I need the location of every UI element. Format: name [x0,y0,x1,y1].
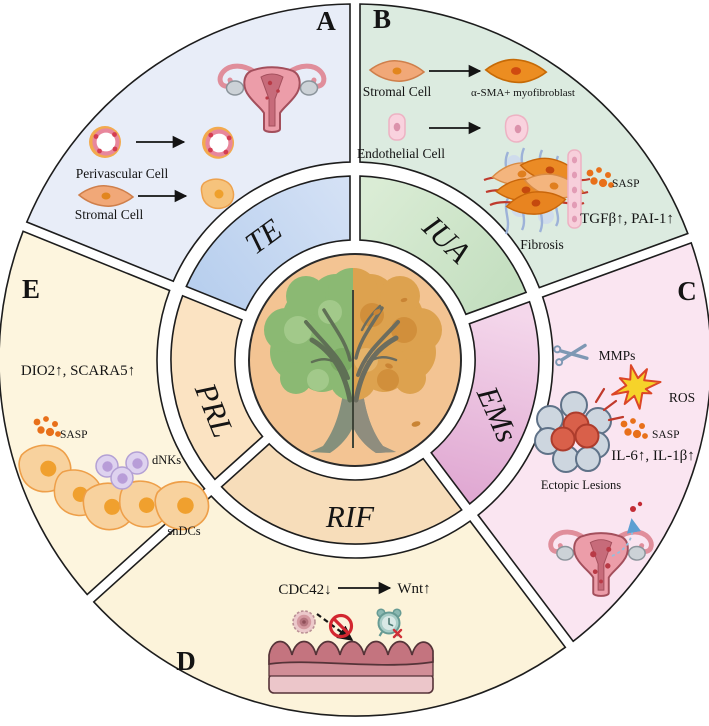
tree-branches-left [304,308,353,403]
endothelial-cell-icon [388,113,406,141]
dio2-scara5-label: DIO2↑, SCARA5↑ [21,363,135,379]
blood-droplets-icon [630,501,643,512]
inflammation-burst-icon [594,387,625,422]
segment-a-content: Perivascular Cell Stromal Cell [75,63,327,222]
ring-label-rif: RIF [325,499,375,534]
mmps-label: MMPs [599,348,636,363]
sasp-label: SASP [60,429,88,441]
red-x-icon [392,628,403,639]
lesion-cluster-icon [534,387,625,473]
lesion-spots [590,546,612,584]
ring-segment-rif [220,442,463,545]
tgfb-pai1-label: TGFβ↑, PAI-1↑ [580,211,674,227]
segment-a-label: A [316,6,336,36]
stromal-cell-icon [78,185,134,207]
fibrosis-mesh-icon [483,147,591,235]
stromal-cell-label: Stromal Cell [75,207,144,222]
senescent-endothelial-cell-icon [504,114,529,143]
ring-segment-iua [359,175,528,316]
segment-b-label: B [373,4,391,34]
endothelial-column-icon [567,149,582,229]
ros-label: ROS [669,390,695,405]
ovary-icon [556,545,575,561]
ovary-icon [299,80,319,96]
myofibroblast-label: α-SMA+ myofibroblast [471,87,575,99]
red-lesion-cells [550,411,600,452]
il6-il1b-label: IL-6↑, IL-1β↑ [611,448,694,464]
stromal-cell-label: Stromal Cell [363,84,432,99]
perivascular-cell-label: Perivascular Cell [76,166,169,181]
half-green-half-autumn-tree-icon [264,268,442,453]
ring-segment-te [185,175,351,312]
sasp-label: SASP [652,429,680,441]
segment-c-label: C [677,276,697,306]
alarm-clock-icon [376,608,403,639]
myofibroblast-icon [484,58,548,84]
ring-segment-ems [430,300,540,506]
segment-d-background [92,494,567,717]
cdc42-label: CDC42↓ [278,582,331,598]
ring-segment-prl [170,294,264,481]
myofibroblast-cluster-icon [490,154,586,220]
senescent-stromal-cell-icon [200,178,235,210]
segment-d-label: D [176,646,196,676]
embryo-icon [292,610,316,634]
fibrosis-label: Fibrosis [520,237,564,252]
ectopic-lesions-label: Ectopic Lesions [541,478,621,492]
no-entry-icon [328,613,354,639]
segment-b-content: SASP Stromal Cell α-SMA+ myofibroblast E… [357,58,674,252]
sasp-label: SASP [612,178,640,190]
segment-d-content: CDC42↓ Wnt↑ [268,581,434,694]
sndcs-label: snDCs [167,524,200,538]
wnt-label: Wnt↑ [397,581,430,597]
scissors-icon [553,343,589,367]
perivascular-cell-icon [89,126,121,158]
ovary-icon [225,80,245,96]
segment-c-content: MMPs ROS SASP IL-6↑, IL-1β↑ Ectopic Le [534,343,695,597]
falling-leaves-icon [373,297,421,427]
segment-b-background [359,3,689,289]
segment-e-content: DIO2↑, SCARA5↑ SASP dNKs snDCs [15,363,214,538]
stromal-cell-icon [369,60,425,82]
endometrium-icon [268,640,434,694]
uterus-icon [217,63,327,133]
ovary-icon [627,545,646,561]
segment-e-label: E [22,274,40,304]
dnks-label: dNKs [152,453,181,467]
ros-star-icon [611,364,662,410]
uterus-with-lesions-icon [548,529,654,597]
endothelial-cell-label: Endothelial Cell [357,146,445,161]
